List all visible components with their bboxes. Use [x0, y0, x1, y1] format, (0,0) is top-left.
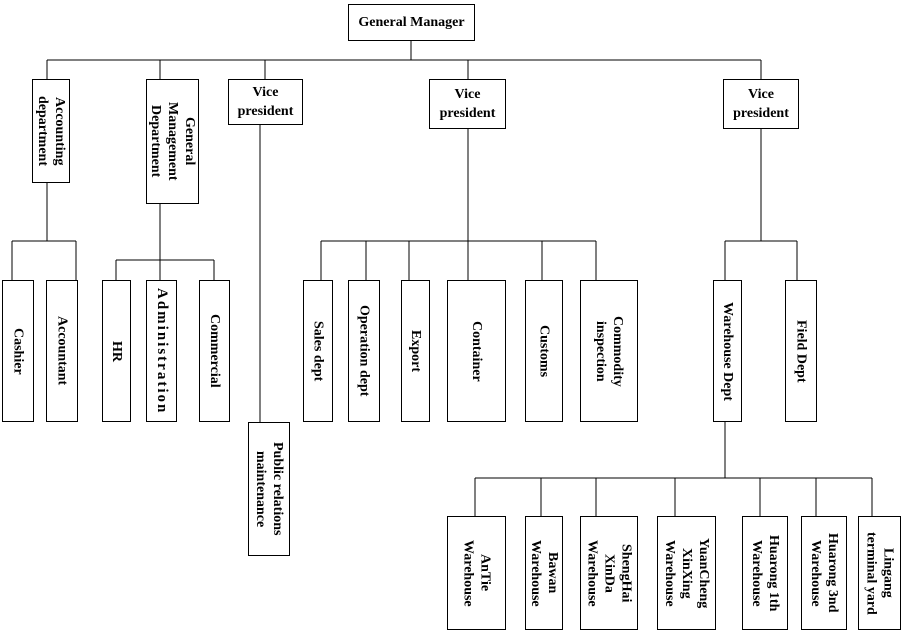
- yuancheng-xinxing-warehouse-box: YuanCheng XinXing Warehouse: [657, 516, 716, 630]
- shenghai-xinda-warehouse-box: ShengHai XinDa Warehouse: [580, 516, 638, 630]
- shenghai-xinda-warehouse-label: ShengHai XinDa Warehouse: [584, 539, 634, 607]
- vice-president-1-label: Vice president: [237, 85, 294, 119]
- commodity-inspection-label: Commodity inspection: [593, 315, 625, 387]
- lingang-terminal-yard-box: Lingang terminal yard: [858, 516, 901, 630]
- administration-box: Administration: [146, 280, 177, 422]
- huarong-1th-warehouse-box: Huarong 1th Warehouse: [742, 516, 788, 630]
- public-relations-box: Public relations maintenance: [248, 422, 290, 556]
- yuancheng-xinxing-warehouse-label: YuanCheng XinXing Warehouse: [662, 537, 711, 609]
- antie-warehouse-label: AnTie Warehouse: [460, 539, 493, 607]
- public-relations-label: Public relations maintenance: [253, 442, 285, 536]
- container-box: Container: [447, 280, 506, 422]
- antie-warehouse-box: AnTie Warehouse: [447, 516, 506, 630]
- export-label: Export: [408, 330, 423, 372]
- commercial-label: Commercial: [207, 314, 222, 388]
- sales-dept-box: Sales dept: [303, 280, 333, 422]
- huarong-3nd-warehouse-label: Huarong 3nd Warehouse: [808, 533, 840, 613]
- general-manager-box: General Manager: [348, 4, 475, 41]
- accounting-department-label: Accounting department: [35, 96, 67, 166]
- accounting-department-box: Accounting department: [32, 79, 70, 183]
- customs-box: Customs: [525, 280, 563, 422]
- bawan-warehouse-label: Bawan Warehouse: [528, 539, 560, 607]
- commercial-box: Commercial: [199, 280, 230, 422]
- sales-dept-label: Sales dept: [310, 320, 326, 382]
- vice-president-2-label: Vice president: [439, 87, 496, 121]
- cashier-box: Cashier: [2, 280, 34, 422]
- huarong-1th-warehouse-label: Huarong 1th Warehouse: [749, 534, 781, 612]
- administration-label: Administration: [154, 287, 170, 415]
- bawan-warehouse-box: Bawan Warehouse: [525, 516, 563, 630]
- vice-president-2-box: Vice president: [429, 79, 506, 129]
- accountant-label: Accountant: [54, 316, 70, 386]
- field-dept-label: Field Dept: [793, 319, 809, 383]
- general-manager-label: General Manager: [358, 14, 465, 30]
- export-box: Export: [401, 280, 430, 422]
- accountant-box: Accountant: [46, 280, 78, 422]
- huarong-3nd-warehouse-box: Huarong 3nd Warehouse: [801, 516, 847, 630]
- warehouse-dept-box: Warehouse Dept: [713, 280, 742, 422]
- operation-dept-label: Operation dept: [356, 305, 372, 397]
- general-management-department-box: General Management Department: [146, 79, 199, 204]
- commodity-inspection-box: Commodity inspection: [580, 280, 638, 422]
- vice-president-3-box: Vice president: [723, 79, 799, 129]
- cashier-label: Cashier: [10, 327, 26, 375]
- vice-president-3-label: Vice president: [733, 87, 789, 121]
- warehouse-dept-label: Warehouse Dept: [720, 301, 735, 401]
- field-dept-box: Field Dept: [785, 280, 817, 422]
- customs-label: Customs: [536, 324, 552, 378]
- operation-dept-box: Operation dept: [348, 280, 380, 422]
- container-label: Container: [469, 320, 484, 382]
- hr-label: HR: [109, 340, 124, 362]
- hr-box: HR: [102, 280, 131, 422]
- vice-president-1-box: Vice president: [228, 79, 303, 125]
- general-management-department-label: General Management Department: [148, 102, 197, 181]
- lingang-terminal-yard-label: Lingang terminal yard: [863, 531, 896, 615]
